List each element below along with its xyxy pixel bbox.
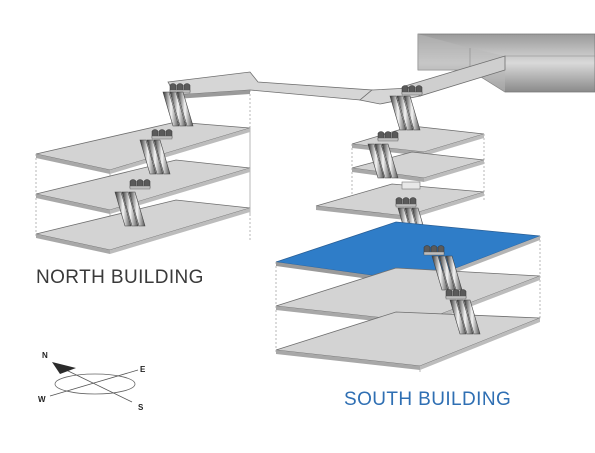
north-building-label: NORTH BUILDING (36, 267, 204, 288)
escalator-south-3-head (377, 131, 399, 142)
north-arrow-icon (52, 362, 76, 374)
tunnel-connector (417, 33, 595, 93)
escalator-north-top-head (169, 83, 191, 94)
south-building (275, 221, 541, 374)
escalator-north-2-head (129, 179, 151, 190)
compass: N E S W (38, 351, 146, 412)
north-floor-1 (35, 199, 251, 254)
escalator-south-main-head (423, 245, 445, 256)
escalator-south-lower-head (445, 289, 467, 300)
compass-east: E (140, 365, 146, 374)
escalator-south-top (389, 95, 421, 131)
escalator-north-3-head (151, 129, 173, 140)
escalator-south-top-head (401, 85, 423, 96)
compass-west: W (38, 395, 46, 404)
south-building-label: SOUTH BUILDING (344, 389, 511, 410)
escalator-south-1-head (395, 197, 417, 208)
compass-north: N (42, 351, 48, 360)
south-floor-2 (275, 311, 541, 370)
north-building (35, 83, 251, 254)
south-building-upper (315, 85, 485, 243)
compass-south: S (138, 403, 144, 412)
